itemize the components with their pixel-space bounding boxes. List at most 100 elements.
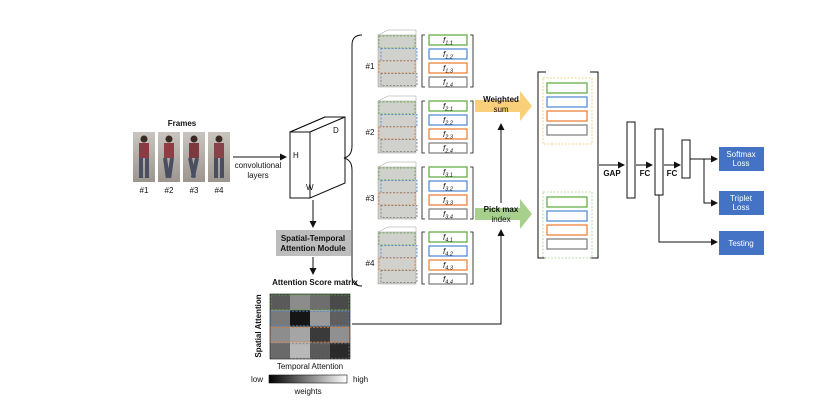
attention-row-outline	[270, 343, 350, 359]
softmax-loss-box	[719, 147, 764, 171]
frames-strip	[133, 132, 230, 182]
group-bracket-right	[470, 100, 474, 154]
feature-label-3-1: f3,1	[443, 168, 453, 179]
attention-cell	[330, 294, 350, 311]
attention-cell	[330, 342, 350, 359]
feature-box-1-1	[428, 34, 468, 46]
group-bracket	[421, 100, 425, 154]
aggregate-feature-box	[546, 210, 588, 222]
feature-label-1-3: f1,3	[443, 64, 454, 75]
feature-label-3-4: f3,4	[443, 210, 453, 221]
weights-label: weights	[293, 387, 321, 396]
frame-group-4: #4f4,1f4,2f4,3f4,4	[366, 226, 474, 286]
frame-label-3: #3	[190, 186, 199, 195]
weighted-line1: Weighted	[483, 95, 519, 104]
feature-box-4-3	[428, 259, 468, 271]
feature-box-1-2	[428, 48, 468, 60]
attention-cell	[270, 294, 290, 311]
weights-colorbar	[268, 374, 348, 384]
frame-1	[133, 132, 155, 182]
stam-box	[276, 230, 351, 256]
frames-title: Frames	[168, 119, 197, 128]
attention-cell	[330, 310, 350, 327]
aggregate-group-frame	[542, 77, 593, 145]
frame-groups: #1f1,1f1,2f1,3f1,4#2f2,1f2,2f2,3f2,4#3f3…	[366, 29, 474, 286]
feature-box-4-2	[428, 245, 468, 257]
group-bracket	[421, 231, 425, 285]
region-stripe	[378, 35, 416, 49]
gap-label: GAP	[603, 169, 621, 178]
region-stripe	[380, 139, 418, 152]
group-label: #4	[366, 259, 375, 268]
to-triplet-arrow	[703, 159, 718, 207]
frame-2	[158, 132, 180, 182]
feature-box-3-3	[428, 194, 468, 206]
region-stripe	[380, 73, 418, 86]
crop-top-edge	[377, 161, 417, 168]
feature-box-3-4	[428, 208, 468, 220]
feature-box-2-2	[428, 114, 468, 126]
attention-cell	[310, 294, 330, 311]
group-label: #1	[366, 62, 375, 71]
attention-title: Attention Score matrix	[272, 278, 358, 287]
attention-cell	[290, 342, 310, 359]
triplet-loss-box	[719, 191, 764, 215]
feature-label-2-3: f2,3	[443, 130, 454, 141]
weights-high-label: high	[353, 375, 368, 384]
region-stripe	[378, 126, 416, 140]
feature-box-1-4	[428, 76, 468, 88]
region-stripe	[380, 245, 418, 258]
frame-group-1: #1f1,1f1,2f1,3f1,4	[366, 29, 474, 89]
frame-3	[183, 132, 205, 182]
weighted-sum-features	[542, 77, 593, 145]
attention-row-outline	[270, 294, 350, 310]
region-stripe	[378, 257, 416, 271]
feature-box-4-1	[428, 231, 468, 243]
frame-label-2: #2	[165, 186, 174, 195]
matrix-to-pickmax-connector	[352, 229, 505, 325]
stam-line1: Spatial-Temporal	[281, 234, 345, 243]
pick-max-features	[542, 191, 593, 259]
attention-cell	[310, 326, 330, 343]
fc1-label: FC	[640, 169, 651, 178]
aggregated-features	[542, 77, 593, 259]
pickmax-line2: index	[491, 215, 510, 224]
stam-line2: Attention Module	[280, 244, 346, 253]
frame-group-3: #3f3,1f3,2f3,3f3,4	[366, 161, 474, 221]
feature-box-1-3	[428, 62, 468, 74]
testing-box	[719, 231, 764, 255]
testing-line1: Testing	[728, 239, 753, 248]
feature-label-4-1: f4,1	[443, 233, 453, 244]
feature-label-1-4: f1,4	[443, 78, 453, 89]
fc2-layer	[681, 139, 691, 179]
group-bracket-right	[470, 231, 474, 285]
softmax-line1: Softmax	[726, 150, 755, 159]
attention-cell	[310, 342, 330, 359]
aggregate-feature-box	[546, 96, 588, 108]
crop-top-edge	[377, 29, 417, 36]
attention-y-label: Spatial Attention	[254, 294, 263, 357]
feature-label-3-2: f3,2	[443, 182, 453, 193]
softmax-line2: Loss	[733, 159, 750, 168]
group-bracket-right	[470, 34, 474, 88]
group-bracket-right	[470, 166, 474, 220]
fc1-layer	[654, 128, 664, 196]
attention-cell	[290, 326, 310, 343]
aggregate-feature-box	[546, 82, 588, 94]
feature-box-2-1	[428, 100, 468, 112]
attention-cell	[290, 310, 310, 327]
pick-max-arrow	[475, 199, 532, 229]
region-stripe	[380, 114, 418, 127]
group-label: #3	[366, 194, 375, 203]
feature-label-4-4: f4,4	[443, 275, 453, 286]
feature-box-3-1	[428, 166, 468, 178]
aggregate-feature-box	[546, 224, 588, 236]
attention-cell	[270, 310, 290, 327]
region-stripe	[378, 60, 416, 74]
cube-w-label: W	[306, 183, 314, 192]
agg-bracket-left	[537, 71, 546, 259]
agg-bracket-right	[590, 71, 599, 259]
region-stripe	[380, 205, 418, 218]
feature-label-4-3: f4,3	[443, 261, 454, 272]
aggregate-group-frame	[542, 191, 593, 259]
